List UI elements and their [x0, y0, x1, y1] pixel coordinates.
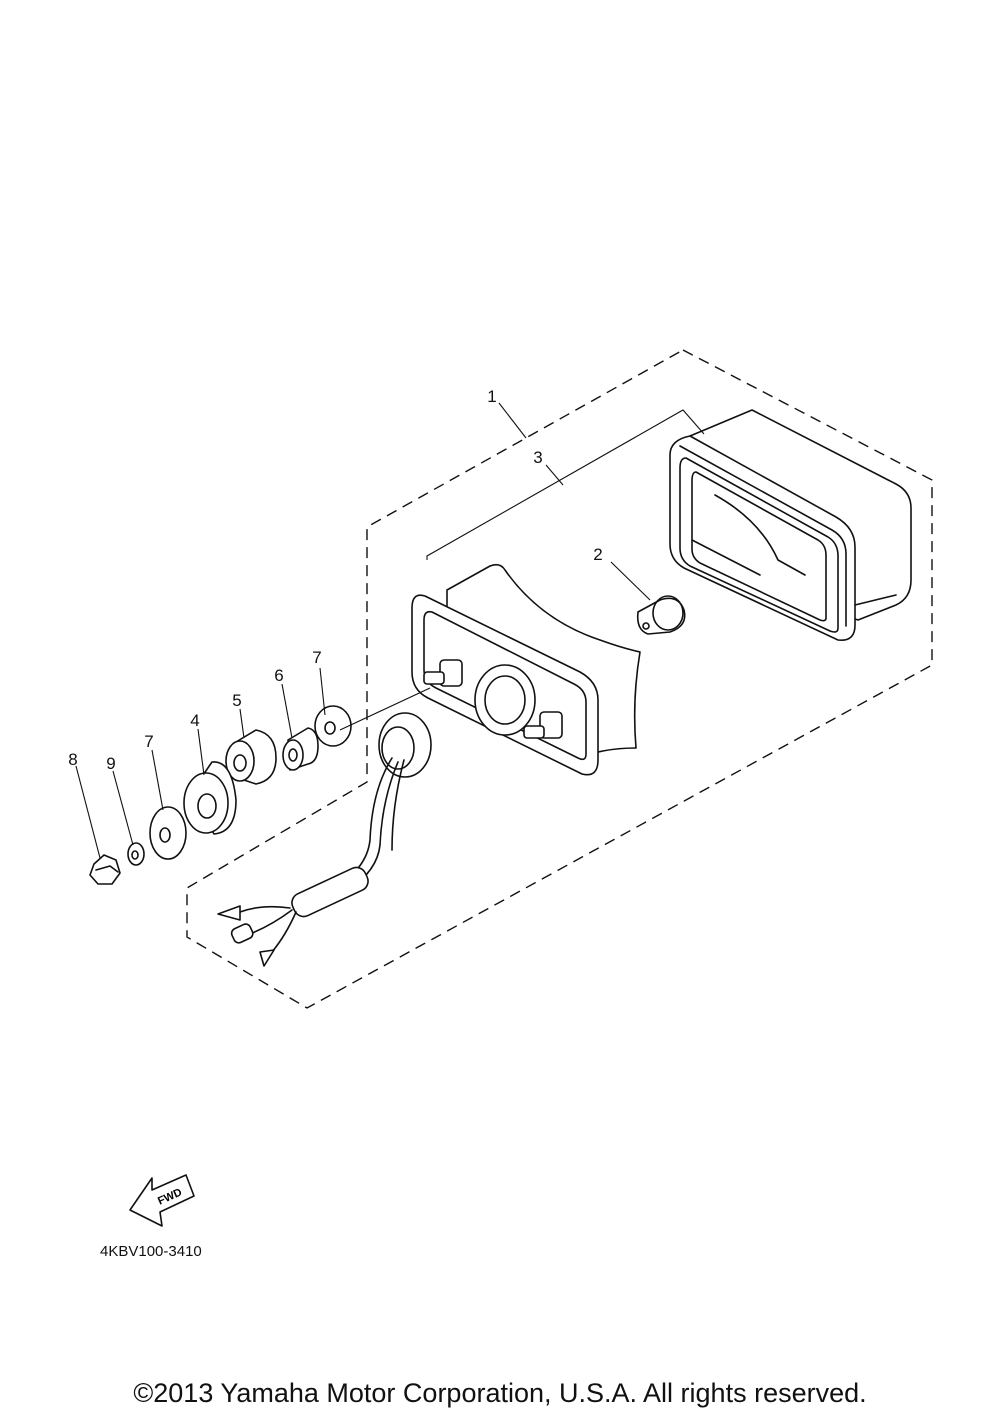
callout-7-upper: 7 — [312, 648, 321, 667]
washer-7-lower — [149, 806, 187, 860]
callout-8: 8 — [68, 750, 77, 769]
lock-washer-9 — [127, 842, 145, 866]
socket-wire-harness — [217, 712, 432, 967]
callout-2: 2 — [593, 545, 602, 564]
drawing-code: 4KBV100-3410 — [100, 1243, 202, 1260]
callout-9: 9 — [106, 754, 115, 773]
fwd-arrow-icon: FWD — [129, 1174, 195, 1227]
grommet-5 — [225, 729, 277, 785]
callout-6: 6 — [274, 666, 283, 685]
washer-7-upper — [314, 705, 352, 747]
lens-cover — [669, 409, 912, 642]
assembly-dashed-outline — [186, 349, 933, 1009]
nut-8 — [89, 854, 121, 885]
callout-5: 5 — [232, 691, 241, 710]
assembly-axis-line — [339, 687, 431, 731]
collar-6 — [282, 727, 319, 771]
bulb-socket — [474, 664, 536, 736]
callout-1: 1 — [487, 387, 496, 406]
mounting-stud-right — [539, 711, 563, 739]
callout-3: 3 — [533, 448, 542, 467]
bulb — [636, 595, 686, 635]
grommet-4 — [183, 761, 237, 835]
callout-4: 4 — [190, 711, 199, 730]
tail-light-housing — [411, 563, 641, 776]
callout-7-lower: 7 — [144, 732, 153, 751]
leader-lines — [75, 402, 705, 859]
copyright-notice: ©2013 Yamaha Motor Corporation, U.S.A. A… — [133, 1378, 867, 1408]
